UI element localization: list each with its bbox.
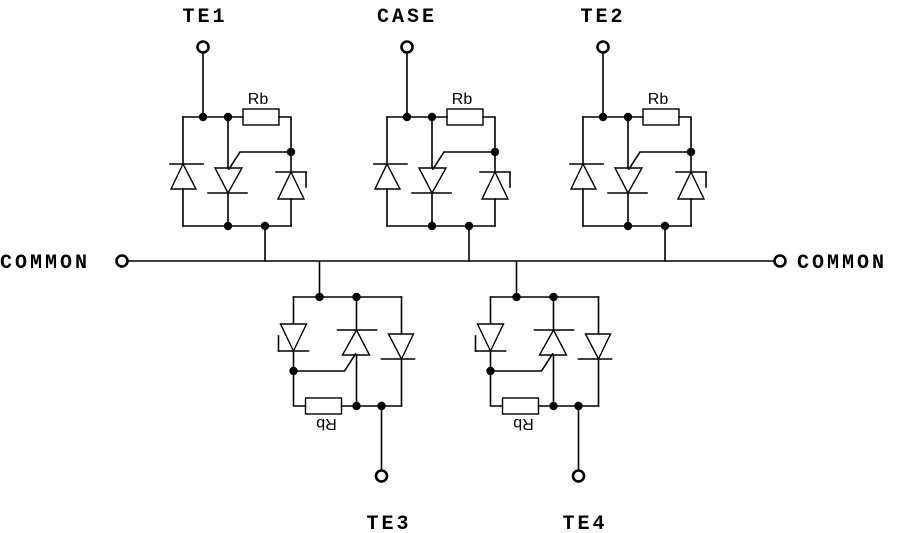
common-right-terminal[interactable] xyxy=(773,254,787,268)
resistor-right-lead xyxy=(489,370,504,407)
junction-dot xyxy=(427,221,437,231)
common-left-label: COMMON xyxy=(0,252,90,275)
terminal-case[interactable] xyxy=(400,40,414,54)
junction-dot xyxy=(623,221,633,231)
terminal-te4[interactable] xyxy=(571,469,586,483)
junction-dot xyxy=(286,147,296,157)
junction-dot xyxy=(352,292,361,302)
resistor-right-lead xyxy=(678,116,692,153)
junction-dot xyxy=(223,221,233,231)
resistor-right-lead xyxy=(292,370,307,407)
te3-label: TE3 xyxy=(366,513,411,533)
resistor-right-lead xyxy=(278,116,292,153)
thyristor-middle-gate xyxy=(292,352,357,372)
resistor-rb-label: Rb xyxy=(248,91,269,108)
resistor-rb-label: Rb xyxy=(316,415,337,432)
thyristor-middle-triangle xyxy=(341,328,371,356)
junction-dot xyxy=(315,292,324,302)
terminal-te1[interactable] xyxy=(196,40,210,54)
diode-left-triangle xyxy=(569,162,598,190)
junction-dot xyxy=(402,112,412,122)
junction-dot xyxy=(223,112,233,122)
junction-dot xyxy=(686,147,696,157)
thyristor-right-triangle xyxy=(476,323,505,353)
resistor-right-lead xyxy=(482,116,496,153)
diode-left-triangle xyxy=(373,162,402,190)
junction-dot xyxy=(549,401,558,411)
resistor-rb-label: Rb xyxy=(648,91,669,108)
cell-te4: Rb xyxy=(474,261,613,483)
junction-dot xyxy=(377,401,386,411)
junction-dot xyxy=(260,221,270,231)
junction-dot xyxy=(352,401,361,411)
thyristor-middle-gate xyxy=(227,151,292,171)
junction-dot xyxy=(490,147,500,157)
cell-te1: Rb xyxy=(169,40,307,262)
junction-dot xyxy=(289,366,298,376)
junction-dot xyxy=(549,292,558,302)
thyristor-middle-triangle xyxy=(417,167,448,195)
thyristor-middle-gate xyxy=(489,352,554,372)
te2-label: TE2 xyxy=(580,6,625,29)
thyristor-right-triangle xyxy=(279,323,308,353)
thyristor-right-triangle xyxy=(276,170,306,200)
cell-te3: Rb xyxy=(277,261,416,483)
resistor-rb-body xyxy=(242,108,280,126)
junction-dot xyxy=(486,366,495,376)
cell-case: Rb xyxy=(373,40,511,262)
common-bus: COMMON COMMON xyxy=(0,252,887,275)
junction-dot xyxy=(574,401,583,411)
junction-dot xyxy=(598,112,608,122)
junction-dot xyxy=(198,112,208,122)
junction-dot xyxy=(464,221,474,231)
terminal-te3[interactable] xyxy=(374,469,389,483)
te1-label: TE1 xyxy=(182,6,227,29)
thyristor-middle-triangle xyxy=(538,328,568,356)
junction-dot xyxy=(660,221,670,231)
cell-te2: Rb xyxy=(569,40,707,262)
thyristor-middle-triangle xyxy=(613,167,644,195)
thyristor-right-triangle xyxy=(480,170,510,200)
thyristor-middle-gate xyxy=(431,151,496,171)
resistor-rb-label: Rb xyxy=(452,91,473,108)
thyristor-middle-gate xyxy=(627,151,692,171)
resistor-rb-body xyxy=(304,397,343,415)
resistor-rb-body xyxy=(501,397,540,415)
junction-dot xyxy=(512,292,521,302)
diode-left-triangle xyxy=(584,333,612,361)
resistor-rb-label: Rb xyxy=(513,415,534,432)
te4-label: TE4 xyxy=(562,513,607,533)
diode-left-triangle xyxy=(169,162,198,190)
common-left-terminal[interactable] xyxy=(115,254,129,268)
resistor-rb-body xyxy=(446,108,484,126)
junction-dot xyxy=(623,112,633,122)
thyristor-right-triangle xyxy=(676,170,706,200)
common-right-label: COMMON xyxy=(797,252,887,275)
terminal-te2[interactable] xyxy=(596,40,610,54)
resistor-rb-body xyxy=(642,108,680,126)
junction-dot xyxy=(427,112,437,122)
case-label: CASE xyxy=(377,6,437,29)
diode-left-triangle xyxy=(387,333,415,361)
thyristor-middle-triangle xyxy=(213,167,244,195)
